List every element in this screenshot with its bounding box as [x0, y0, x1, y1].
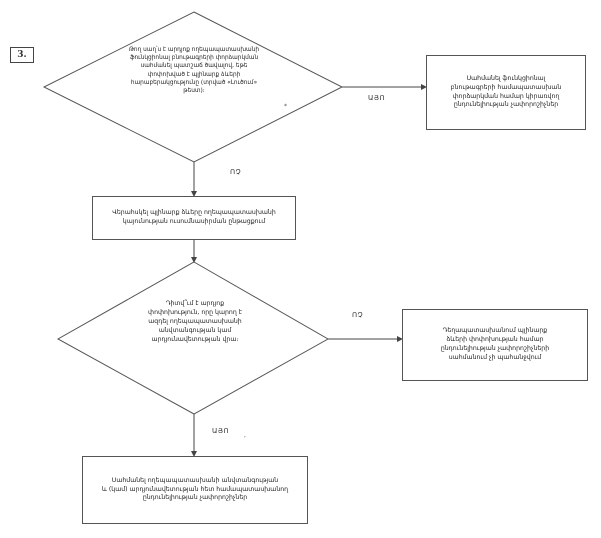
stray-mark: , [244, 432, 246, 439]
label-no-bottom: ՈՉ [352, 311, 364, 319]
process-text: Սահմանել ֆունկցիոնալ բնութագրերի համապատ… [445, 75, 568, 110]
process-line: Դեղապատասխանում պլինարք [442, 327, 548, 335]
label-yes-top: ԱՅՈ [368, 94, 386, 102]
step-number: 3. [10, 47, 34, 63]
label-yes-bottom: ԱՅՈ [212, 427, 230, 435]
decision-top-line: հարաբերակցությունը (տրված «Լուծում» [130, 79, 258, 86]
decision-bottom-line: փոփոխություն, որը կարող է [148, 309, 242, 316]
process-line: ձևերի փոփոխության համար [446, 336, 544, 344]
process-line: ընդունելիության չափորոշիչների [440, 345, 550, 352]
process-line: Վերահսկել պլինարք ձևերը ողեպապատասխանի [112, 209, 276, 217]
process-line: ընդունելիության չափորոշիչներ [142, 494, 248, 502]
process-box-middle: Վերահսկել պլինարք ձևերը ողեպապատասխանի կ… [92, 196, 296, 240]
decision-bottom-line: անվտանգության կամ [158, 327, 232, 334]
process-line: և (կամ) արդյունավետության հետ համապատասխ… [101, 485, 289, 493]
process-line: Սահմանել ողեպապատասխանի անվտանգության [111, 476, 279, 484]
process-line: ընդունելիության չափորոշիչներ [453, 101, 559, 109]
process-line: բնութագրերի համապատասխան [450, 83, 562, 91]
decision-top-text: Թող սաղ՝ս է արդյոք ողեպապատասխանի ֆունկց… [108, 46, 280, 95]
process-line: փորձարկման համար կիրառվող [452, 92, 560, 100]
process-line: սահմանում չի պահանջվում [448, 353, 542, 361]
decision-top-line: թեստ)։ [183, 88, 205, 95]
decision-top-line: սահմանել պատշաճ ծավալով, եթե [140, 63, 248, 70]
process-box-right-bottom: Դեղապատասխանում պլինարք ձևերի փոփոխությա… [402, 309, 588, 381]
process-text: Սահմանել ողեպապատասխանի անվտանգության և … [96, 477, 294, 503]
decision-top-line: փոփոխված է պլինարք ձևերի [147, 71, 241, 78]
decision-top-line: ֆունկցիոնալ բնութագրերի փորձարկման [129, 55, 259, 62]
decision-bottom-line: արդյունավետության վրա։ [151, 336, 239, 343]
process-box-bottom: Սահմանել ողեպապատասխանի անվտանգության և … [82, 456, 308, 524]
process-text: Դեղապատասխանում պլինարք ձևերի փոփոխությա… [435, 327, 555, 362]
decision-bottom-text: Դիտվ՞ւմ է արդյոք փոփոխություն, որը կարող… [128, 299, 262, 344]
decision-bottom-line: Դիտվ՞ւմ է արդյոք [165, 300, 225, 307]
process-text: Վերահսկել պլինարք ձևերը ողեպապատասխանի կ… [106, 209, 282, 227]
process-box-right-top: Սահմանել ֆունկցիոնալ բնութագրերի համապատ… [426, 55, 586, 130]
stray-mark: * [284, 103, 287, 110]
decision-top-line: Թող սաղ՝ս է արդյոք ողեպապատասխանի [128, 47, 260, 53]
process-line: կայունության ուսումնասիրման ընթացքում [122, 218, 266, 225]
label-no-top: ՈՉ [230, 168, 242, 176]
process-line: Սահմանել ֆունկցիոնալ [466, 74, 546, 82]
decision-bottom-line: ազդել ողեպապատասխանի [148, 318, 242, 325]
